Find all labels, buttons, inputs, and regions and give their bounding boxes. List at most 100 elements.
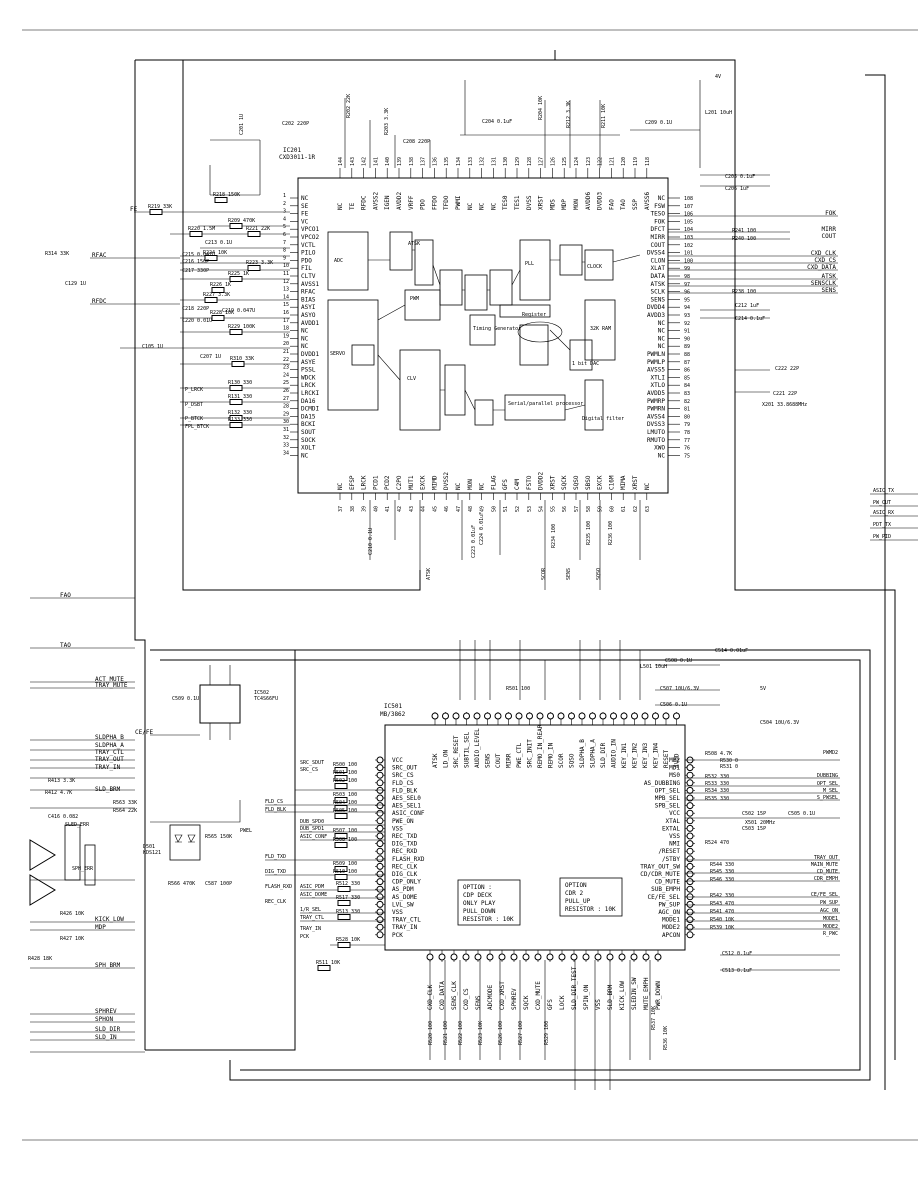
ic501-right-pin-label: VSS bbox=[669, 833, 680, 840]
ic201-block-label: PWM bbox=[410, 296, 419, 302]
pin-marker bbox=[686, 802, 694, 810]
pin-marker bbox=[686, 885, 694, 893]
ic201-top-pin-label: AVDD6 bbox=[585, 192, 592, 210]
component-label: L501 10uH bbox=[640, 664, 667, 670]
capacitor-label: C220 0.01U bbox=[182, 318, 212, 324]
ic501-left-pin-label: DIG_TXD bbox=[392, 841, 418, 848]
ic201-part: CXD3011-1R bbox=[279, 154, 316, 161]
ic501-right-pin-label: APCON bbox=[662, 932, 680, 939]
svg-text:OPTION :: OPTION : bbox=[463, 884, 492, 891]
ic501-right-pin-label: PW_SUP bbox=[658, 901, 680, 908]
ic501-top-pin-label: REMO_IN_REAR bbox=[537, 724, 544, 768]
net-label: PW_CUT bbox=[873, 500, 891, 506]
ic501-top-pin-label: KEY_IN3 bbox=[642, 742, 649, 768]
ic201-bottom-pin-label: MUT1 bbox=[408, 475, 415, 490]
ic201-left-pin-label: NC bbox=[301, 328, 309, 335]
ic201-pin-number: 140 bbox=[385, 157, 391, 166]
ic501-left-pin-label: LVL_SW bbox=[392, 901, 414, 908]
pin-marker bbox=[686, 840, 694, 848]
ic201-right-pin-label: COUT bbox=[651, 242, 666, 249]
ic201-pin-number: 30 bbox=[283, 419, 289, 425]
svg-text:RESISTOR : 10K: RESISTOR : 10K bbox=[565, 906, 616, 913]
net-label: SLD_BRM bbox=[95, 786, 121, 793]
ic201-left-pins: NC1SE2FE3VC4VPCO15VPCO26VCTL7PILO8PDO9FI… bbox=[283, 193, 319, 459]
ic201-pin-number: 38 bbox=[350, 506, 356, 512]
driver-part-box bbox=[84, 844, 96, 886]
ic201-bottom-pin-label: EFSP bbox=[349, 475, 356, 490]
ic201-bottom-pin-label: PCD2 bbox=[384, 475, 391, 490]
net-label: PW_PID bbox=[873, 534, 891, 540]
resistor-label: R535 330 bbox=[705, 796, 729, 802]
component-symbol bbox=[229, 415, 243, 421]
component-label: R427 10K bbox=[60, 936, 84, 942]
ic201-left-pin-label: BCKI bbox=[301, 421, 316, 428]
ic201-left-pin-label: DCMDI bbox=[301, 406, 319, 413]
ic201-left-pin-label: DA16 bbox=[301, 398, 316, 405]
pin-marker bbox=[376, 817, 384, 825]
ic501-right-pin-label: /STBY bbox=[662, 856, 680, 863]
ic201-top-pin-label: VRFF bbox=[408, 195, 415, 210]
ic201-pin-number: 89 bbox=[684, 344, 690, 350]
option-box-right: OPTION CDR 2 PULL_UP RESISTOR : 10K bbox=[559, 877, 623, 917]
ic501-left-pin-label: TRAY_IN bbox=[392, 924, 418, 931]
ic501-bottom-pin-label: SLD_DIR_TEST bbox=[571, 966, 578, 1010]
misc-labels: SLED_ERRSPH_ERRSRC_SDUTSRC_CSFLD_CSFLD_B… bbox=[65, 74, 766, 940]
ic201-right-pin-label: XTLI bbox=[651, 374, 666, 381]
ic501-right-pin-label: CE/FE_SEL bbox=[647, 894, 680, 901]
component-label: R314 33K bbox=[45, 251, 69, 257]
pin-marker bbox=[376, 756, 384, 764]
ic201-block-label: PLL bbox=[525, 261, 534, 267]
ic201-right-pin-label: ATSK bbox=[651, 281, 666, 288]
ic201-top-pin-label: TFDO bbox=[443, 195, 450, 210]
net-label: MODE1 bbox=[823, 916, 838, 922]
ic502-wiring bbox=[150, 665, 231, 740]
ic201-right-pin-label: XWO bbox=[654, 445, 665, 452]
pin-marker bbox=[686, 916, 694, 924]
ic501-right-pins: MP2MD1MS0AS_DUBBINGOPT_SELMPB_SELSPB_SEL… bbox=[640, 756, 695, 939]
pin-marker bbox=[686, 817, 694, 825]
ic201-bottom-pins: NC37EFSP38LRCK39PCD140PCD241C2PO42MUT143… bbox=[337, 472, 651, 512]
pin-marker bbox=[376, 862, 384, 870]
right-nets-top: FOKMIRRCOUTCXD_CLKCXD_CSCXD_DATAATSKSENS… bbox=[807, 210, 836, 294]
ic201-left-pin-label: ASYO bbox=[301, 312, 316, 319]
resistor-label: R541 470 bbox=[710, 909, 734, 915]
ic502-part: TC4S66FU bbox=[254, 696, 278, 702]
component-label: R526 100 bbox=[498, 1021, 504, 1045]
ic201-right-pin-label: NC bbox=[658, 343, 666, 350]
pin-marker bbox=[510, 953, 518, 961]
ic501-top-pin-label: AVDD bbox=[674, 753, 681, 768]
d501-body bbox=[169, 824, 201, 861]
ic201-pin-number: 141 bbox=[373, 157, 379, 166]
component-label: R500 100 bbox=[333, 762, 357, 768]
component-label: R520 100 bbox=[428, 1021, 434, 1045]
capacitor-label: C512 0.1uF bbox=[722, 951, 752, 957]
resistor-label: R545 330 bbox=[710, 869, 734, 875]
ic201-left-pin-label: BIAS bbox=[301, 296, 316, 303]
ic201-pin-number: 108 bbox=[684, 196, 693, 202]
net-label: OPT_SEL bbox=[817, 781, 838, 787]
net-label: TRAY_OUT bbox=[95, 756, 124, 763]
ic201-pin-number: 8 bbox=[283, 248, 286, 254]
ic201-pin-number: 32 bbox=[283, 435, 289, 441]
pin-marker bbox=[462, 953, 470, 961]
component-label: L201 10uH bbox=[705, 110, 732, 116]
ic201-right-pin-label: AVSS4 bbox=[647, 413, 665, 420]
ic201-pin-number: 98 bbox=[684, 274, 690, 280]
ic201-internal-blocks bbox=[327, 231, 641, 431]
ic501-top-pin-label: COUT bbox=[495, 753, 502, 768]
ic201-pin-number: 90 bbox=[684, 336, 690, 342]
ic201-pin-number: 27 bbox=[283, 396, 289, 402]
ic201-right-pin-label: DVDD4 bbox=[647, 304, 665, 311]
ic501-left-pin-label: SRC_OUT bbox=[392, 765, 418, 772]
capacitor-label: C219 0.047U bbox=[222, 308, 255, 314]
ic201-left-pin-label: NC bbox=[301, 343, 309, 350]
ic201-pin-number: 62 bbox=[633, 506, 639, 512]
net-label: MIRR bbox=[822, 226, 837, 233]
component-symbol bbox=[337, 942, 351, 948]
ic201-right-pin-label: NC bbox=[658, 328, 666, 335]
ic201-pin-number: 28 bbox=[283, 404, 289, 410]
ic201-pin-number: 56 bbox=[562, 506, 568, 512]
